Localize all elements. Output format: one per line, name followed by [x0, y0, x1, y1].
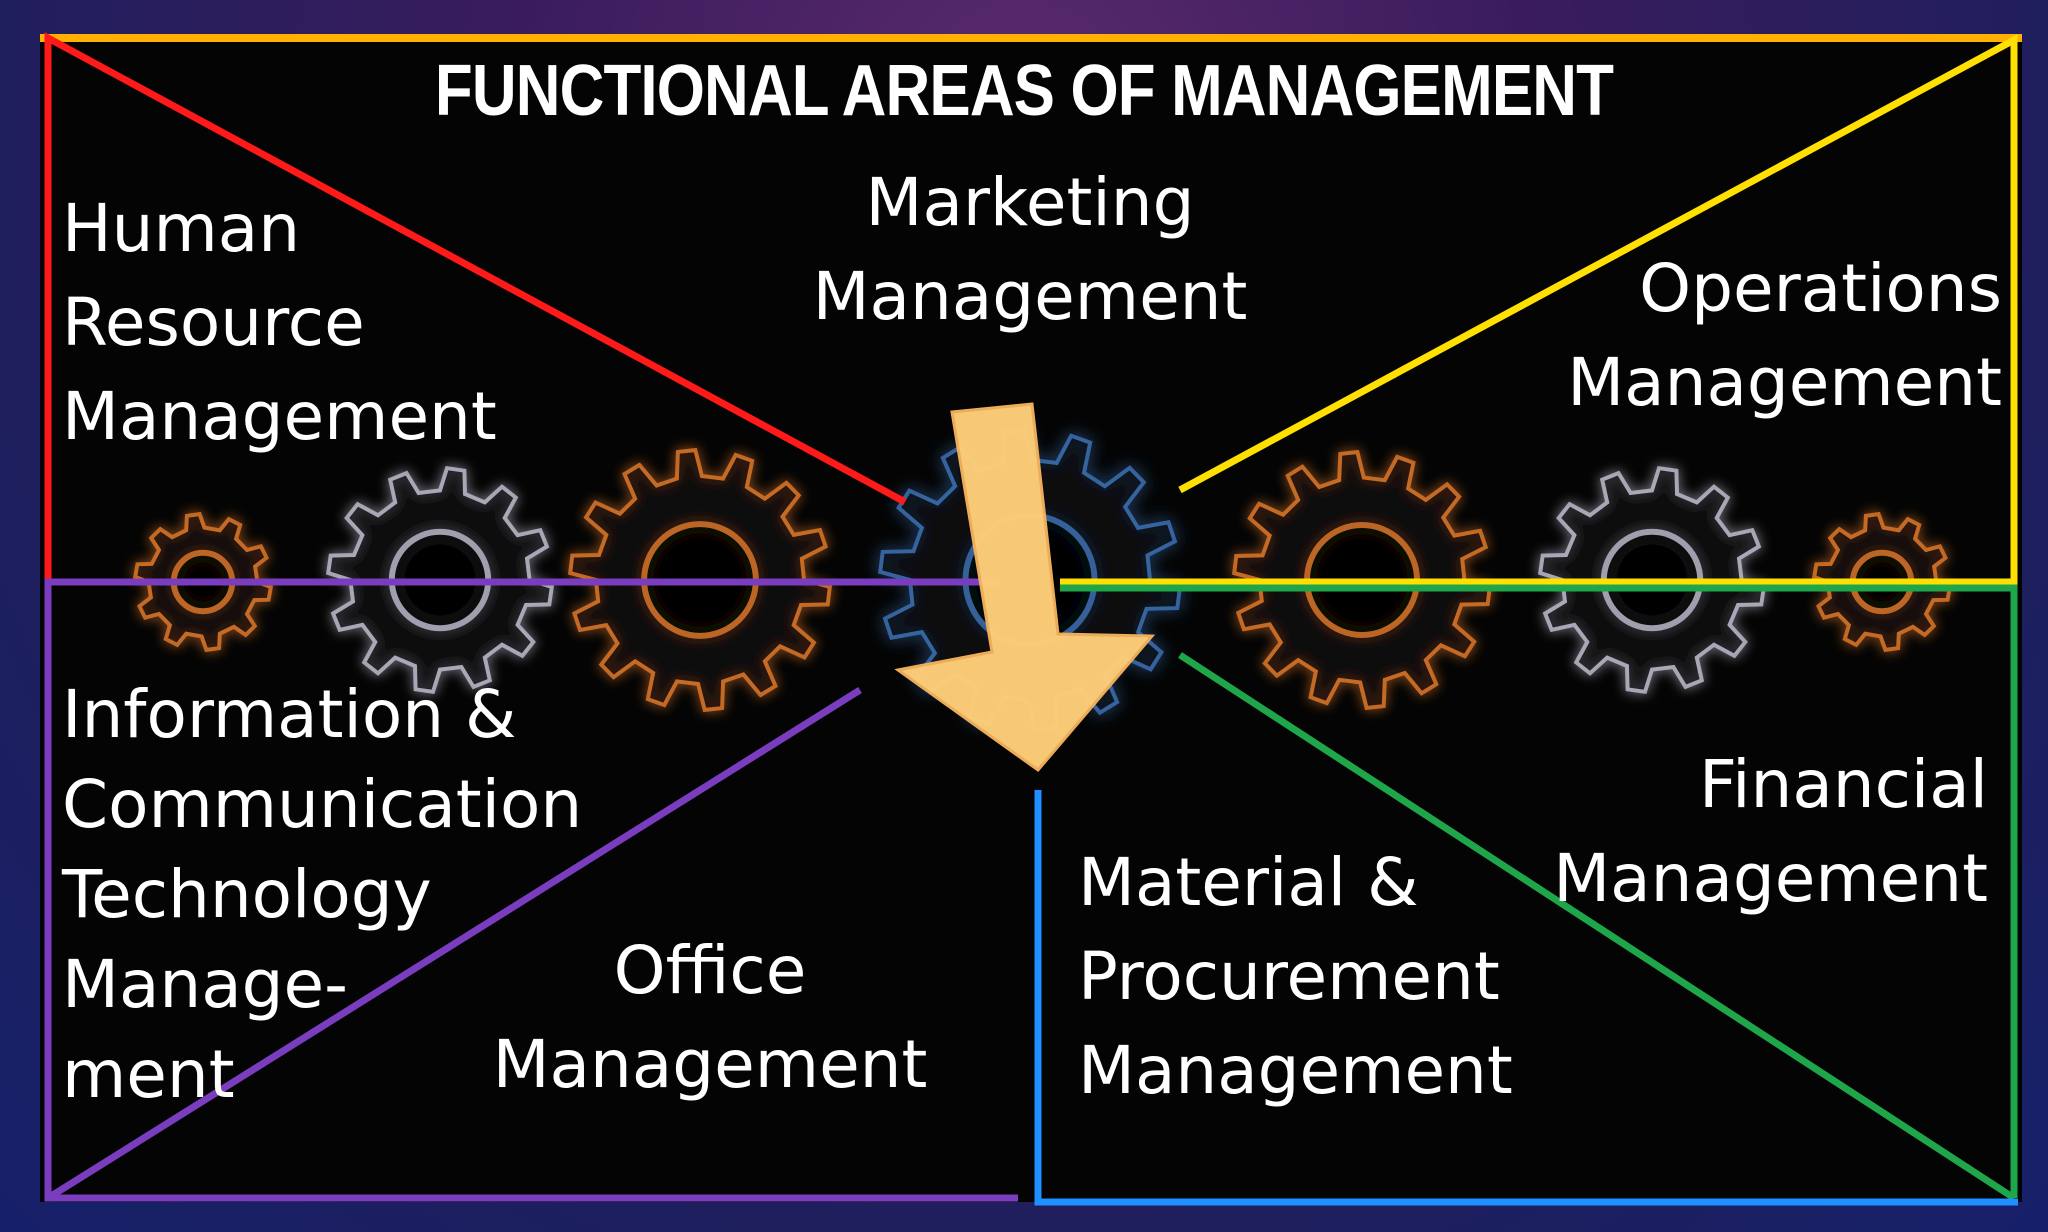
diagram-title: FUNCTIONAL AREAS OF MANAGEMENT	[434, 51, 1614, 131]
area-marketing-line1: Marketing	[865, 164, 1195, 241]
area-operations-line1: Operations	[1639, 250, 2002, 327]
area-human-resource-line2: Resource	[62, 284, 365, 361]
area-material-line2: Procurement	[1078, 938, 1500, 1015]
area-operations: Operations Management	[1480, 242, 2002, 430]
area-material-line3: Management	[1078, 1032, 1513, 1109]
area-marketing-line2: Management	[812, 258, 1248, 335]
area-financial: Financial Management	[1470, 738, 1988, 926]
area-frame	[40, 32, 2022, 1206]
material-region-border	[1034, 790, 2018, 1206]
area-ict-line1: Information &	[62, 676, 517, 753]
ict-diagonal-line	[46, 687, 862, 1201]
area-financial-line1: Financial	[1698, 746, 1988, 823]
area-material-line1: Material &	[1078, 844, 1419, 921]
area-operations-line2: Management	[1567, 344, 2002, 421]
ict-region-border	[44, 578, 1018, 1202]
area-office-line1: Office	[613, 932, 807, 1009]
area-ict-line4: Manage-	[62, 946, 348, 1023]
area-ict-line5: ment	[62, 1036, 235, 1113]
arrow-down-icon	[894, 402, 1156, 773]
area-office-line2: Management	[492, 1026, 928, 1103]
area-human-resource: Human Resource Management	[62, 182, 497, 464]
area-ict-line2: Communication	[62, 766, 583, 843]
area-marketing: Marketing Management	[770, 156, 1290, 344]
area-financial-line2: Management	[1553, 840, 1988, 917]
area-human-resource-line3: Management	[62, 378, 497, 455]
area-human-resource-line1: Human	[62, 190, 301, 267]
area-material: Material & Procurement Management	[1078, 836, 1513, 1118]
operations-region-border	[1060, 34, 2018, 586]
financial-diagonal-line	[1178, 652, 2016, 1201]
financial-region-border	[1060, 584, 2018, 1198]
area-office: Office Management	[440, 924, 980, 1112]
area-ict-line3: Technology	[62, 856, 432, 933]
area-ict: Information & Communication Technology M…	[62, 670, 582, 1120]
